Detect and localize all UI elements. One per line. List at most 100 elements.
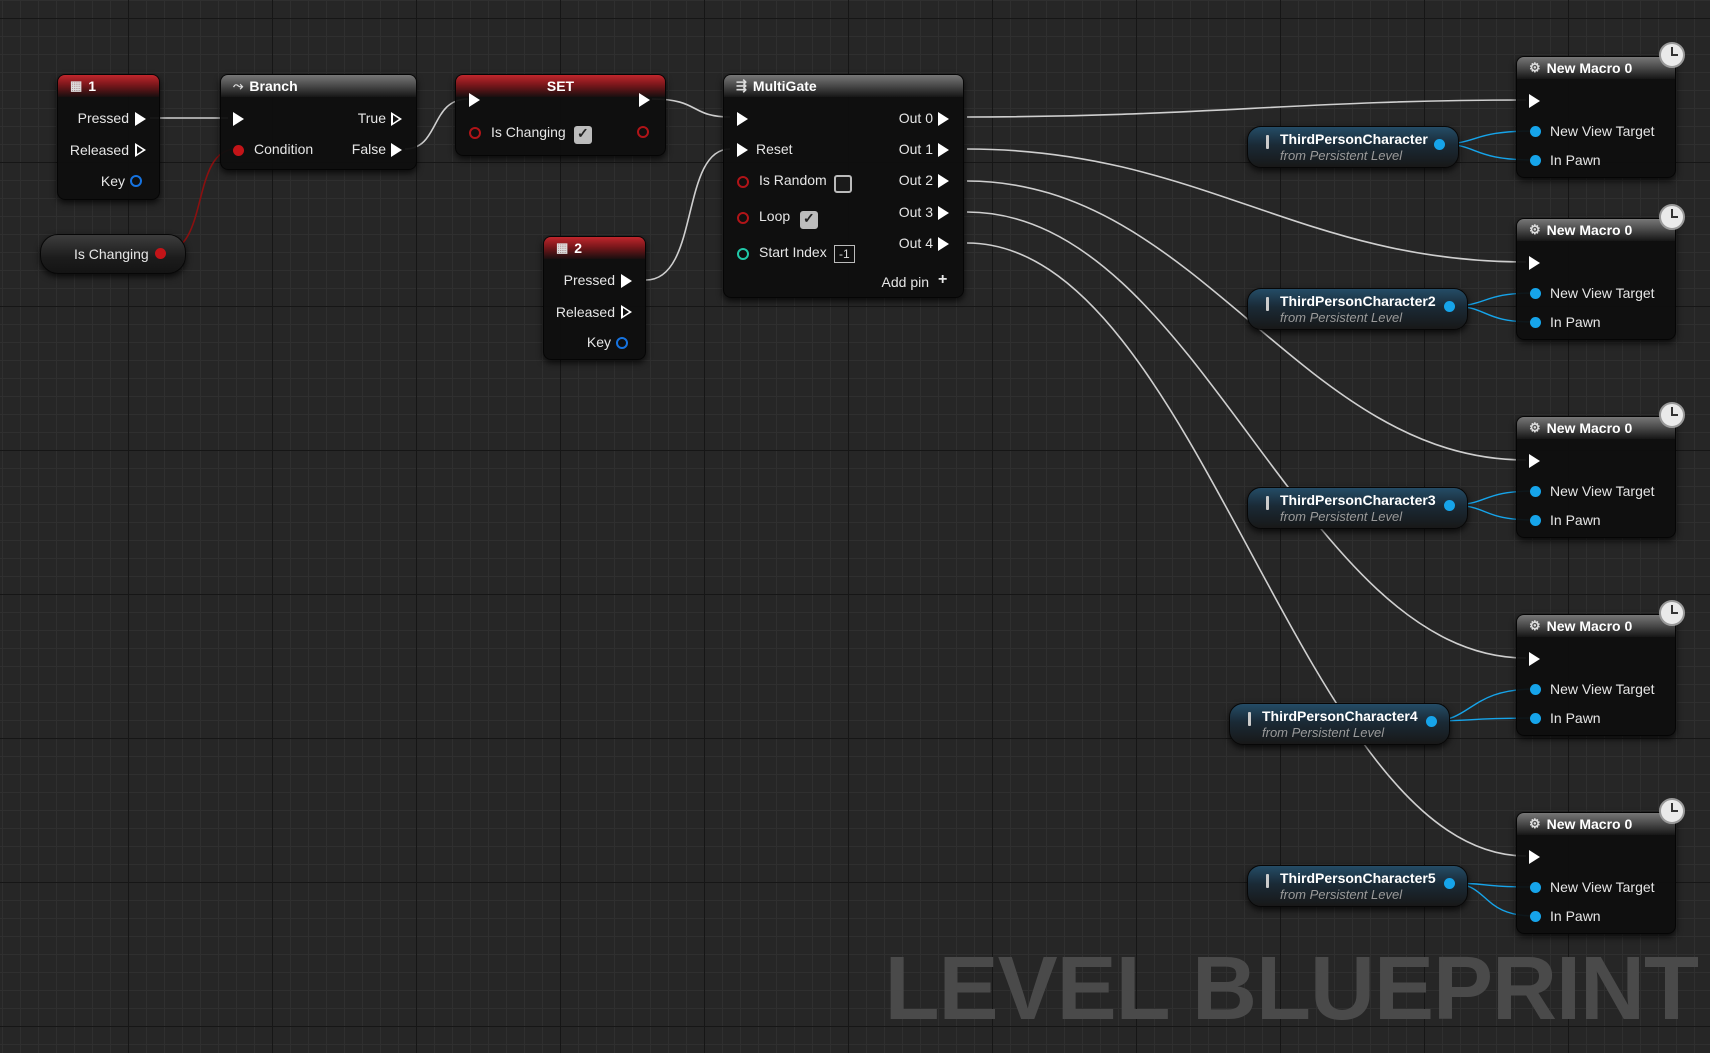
macro-header[interactable]: ⚙ New Macro 0 — [1517, 57, 1675, 79]
wire-key2-pressed-to-reset — [645, 148, 731, 281]
character-name: ThirdPersonCharacter4 — [1262, 708, 1418, 724]
multigate-out-0-pin[interactable] — [938, 112, 949, 126]
set-exec-in-pin[interactable] — [469, 93, 480, 107]
macro-exec-in-pin[interactable] — [1529, 94, 1540, 108]
macro-view-target-pin[interactable] — [1530, 684, 1541, 695]
key-1-released-pin[interactable] — [135, 143, 146, 157]
macro-in-pawn-pin[interactable] — [1530, 317, 1541, 328]
character-reference-node[interactable]: ThirdPersonCharacter3 from Persistent Le… — [1247, 487, 1468, 529]
set-title: SET — [546, 78, 575, 94]
character-level-label: from Persistent Level — [1280, 509, 1403, 524]
macro-in-pawn-label: In Pawn — [1550, 314, 1601, 330]
multigate-out-4-label: Out 4 — [898, 235, 933, 251]
multigate-node[interactable]: ⇶ MultiGate Reset Is Random Loop Start I… — [723, 74, 964, 298]
macro-node[interactable]: ⚙ New Macro 0 New View Target In Pawn — [1516, 416, 1676, 538]
branch-true-label: True — [357, 110, 386, 126]
character-reference-node[interactable]: ThirdPersonCharacter2 from Persistent Le… — [1247, 288, 1468, 330]
branch-false-pin[interactable] — [391, 143, 402, 157]
character-name: ThirdPersonCharacter5 — [1280, 870, 1436, 886]
multigate-start-index-pin[interactable] — [737, 248, 749, 260]
macro-node[interactable]: ⚙ New Macro 0 New View Target In Pawn — [1516, 614, 1676, 736]
is-changing-getter-node[interactable]: Is Changing — [40, 234, 186, 274]
branch-header[interactable]: ⤳ Branch — [221, 75, 416, 97]
set-header[interactable]: SET — [456, 75, 665, 97]
macro-exec-in-pin[interactable] — [1529, 850, 1540, 864]
branch-node[interactable]: ⤳ Branch True Condition False — [220, 74, 417, 170]
key-1-header[interactable]: ▦ 1 — [58, 75, 159, 97]
wire-out0-to-macro1 — [966, 99, 1527, 118]
macro-title: New Macro 0 — [1546, 618, 1633, 634]
macro-title: New Macro 0 — [1546, 816, 1633, 832]
macro-in-pawn-pin[interactable] — [1530, 911, 1541, 922]
multigate-header[interactable]: ⇶ MultiGate — [724, 75, 963, 97]
latent-clock-icon — [1659, 42, 1685, 68]
macro-node[interactable]: ⚙ New Macro 0 New View Target In Pawn — [1516, 56, 1676, 178]
multigate-reset-pin[interactable] — [737, 143, 748, 157]
macro-title: New Macro 0 — [1546, 222, 1633, 238]
multigate-exec-in-pin[interactable] — [737, 112, 748, 126]
latent-clock-icon — [1659, 798, 1685, 824]
set-value-out-pin[interactable] — [637, 126, 649, 138]
multigate-loop-pin[interactable] — [737, 212, 749, 224]
key-2-key-pin[interactable] — [616, 337, 628, 349]
macro-in-pawn-pin[interactable] — [1530, 713, 1541, 724]
macro-node[interactable]: ⚙ New Macro 0 New View Target In Pawn — [1516, 812, 1676, 934]
macro-header[interactable]: ⚙ New Macro 0 — [1517, 219, 1675, 241]
set-value-checkbox[interactable] — [574, 125, 592, 144]
character-reference-node[interactable]: ThirdPersonCharacter5 from Persistent Le… — [1247, 865, 1468, 907]
character-level-label: from Persistent Level — [1280, 148, 1403, 163]
set-exec-out-pin[interactable] — [639, 93, 650, 107]
macro-header[interactable]: ⚙ New Macro 0 — [1517, 615, 1675, 637]
key-2-released-pin[interactable] — [621, 305, 632, 319]
multigate-out-1-pin[interactable] — [938, 143, 949, 157]
multigate-add-pin-label: Add pin — [881, 274, 929, 290]
macro-in-pawn-label: In Pawn — [1550, 908, 1601, 924]
multigate-start-index-field[interactable]: -1 — [834, 245, 855, 263]
set-var-label: Is Changing — [491, 124, 566, 140]
macro-exec-in-pin[interactable] — [1529, 652, 1540, 666]
set-node[interactable]: SET Is Changing — [455, 74, 666, 156]
branch-condition-pin[interactable] — [233, 145, 244, 156]
macro-view-target-label: New View Target — [1550, 681, 1655, 697]
character-out-pin[interactable] — [1444, 301, 1455, 312]
multigate-out-0-label: Out 0 — [898, 110, 933, 126]
actor-icon — [1248, 712, 1251, 726]
macro-view-target-pin[interactable] — [1530, 486, 1541, 497]
macro-header[interactable]: ⚙ New Macro 0 — [1517, 417, 1675, 439]
multigate-out-2-pin[interactable] — [938, 174, 949, 188]
character-out-pin[interactable] — [1426, 716, 1437, 727]
key-2-pressed-pin[interactable] — [621, 274, 632, 288]
multigate-is-random-checkbox[interactable] — [834, 175, 852, 193]
is-changing-out-pin[interactable] — [155, 248, 166, 259]
key-2-header[interactable]: ▦ 2 — [544, 237, 645, 259]
key-1-event-node[interactable]: ▦ 1 Pressed Released Key — [57, 74, 160, 200]
macro-node[interactable]: ⚙ New Macro 0 New View Target In Pawn — [1516, 218, 1676, 340]
macro-exec-in-pin[interactable] — [1529, 454, 1540, 468]
multigate-loop-checkbox[interactable] — [800, 210, 818, 229]
macro-view-target-pin[interactable] — [1530, 288, 1541, 299]
key-2-event-node[interactable]: ▦ 2 Pressed Released Key — [543, 236, 646, 360]
multigate-add-pin-button[interactable]: Add pin — [882, 274, 929, 290]
multigate-is-random-pin[interactable] — [737, 176, 749, 188]
multigate-out-4-pin[interactable] — [938, 237, 949, 251]
character-out-pin[interactable] — [1434, 139, 1445, 150]
keyboard-icon: ▦ — [556, 240, 569, 255]
character-reference-node[interactable]: ThirdPersonCharacter4 from Persistent Le… — [1229, 703, 1450, 745]
character-out-pin[interactable] — [1444, 500, 1455, 511]
multigate-out-3-pin[interactable] — [938, 206, 949, 220]
add-pin-plus-icon[interactable]: + — [938, 271, 948, 288]
latent-clock-icon — [1659, 204, 1685, 230]
macro-view-target-pin[interactable] — [1530, 126, 1541, 137]
branch-true-pin[interactable] — [391, 112, 402, 126]
character-reference-node[interactable]: ThirdPersonCharacter from Persistent Lev… — [1247, 126, 1459, 168]
key-1-pressed-pin[interactable] — [135, 112, 146, 126]
macro-exec-in-pin[interactable] — [1529, 256, 1540, 270]
set-value-in-pin[interactable] — [469, 127, 481, 139]
branch-exec-in-pin[interactable] — [233, 112, 244, 126]
macro-view-target-pin[interactable] — [1530, 882, 1541, 893]
macro-in-pawn-pin[interactable] — [1530, 515, 1541, 526]
key-1-key-pin[interactable] — [130, 175, 142, 187]
character-out-pin[interactable] — [1444, 878, 1455, 889]
macro-header[interactable]: ⚙ New Macro 0 — [1517, 813, 1675, 835]
macro-in-pawn-pin[interactable] — [1530, 155, 1541, 166]
